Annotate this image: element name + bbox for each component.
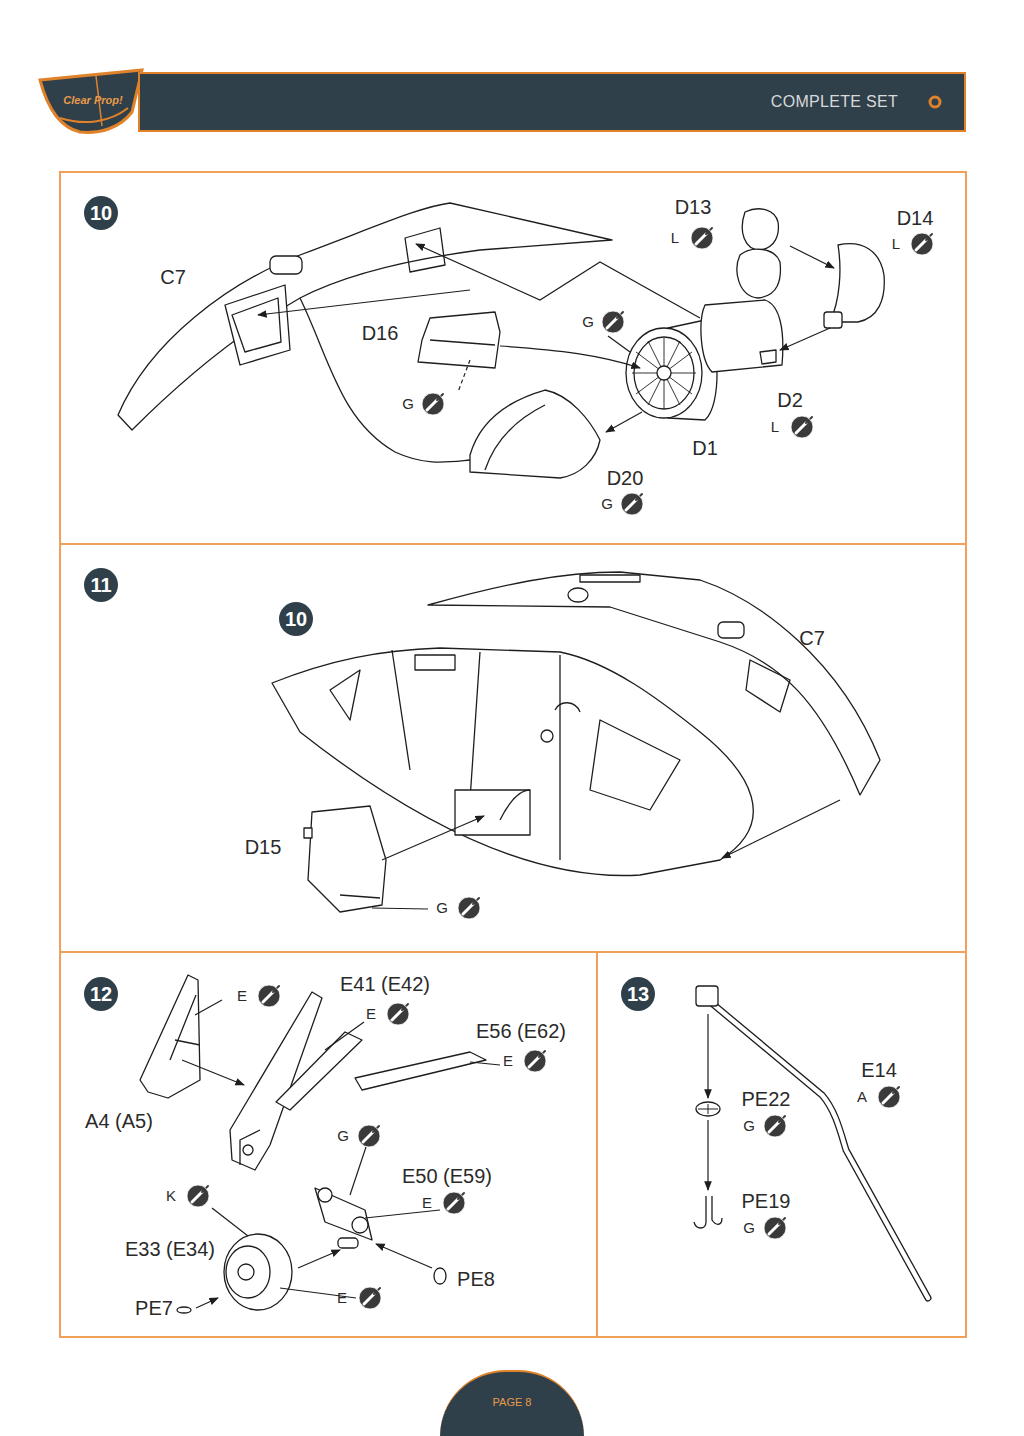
step10-parts [118,203,884,478]
part-name: A4 (A5) [85,1110,153,1132]
step-number: 13 [621,977,655,1011]
part-name: E14 [861,1059,897,1081]
paint-icons [187,227,933,1309]
paint-code: K [166,1188,176,1205]
step-number: 10 [84,196,118,230]
part-name: PE19 [742,1190,791,1212]
logo [40,70,142,132]
part-name: PE8 [457,1268,495,1290]
paint-code: G [601,496,613,513]
paint-code: G [436,900,448,917]
paint-code: E [237,988,247,1005]
paint-code: G [582,314,594,331]
paint-code: G [337,1128,349,1145]
step-number: 12 [84,977,118,1011]
part-name: E33 (E34) [125,1238,215,1260]
step11-arrows [372,800,840,909]
step10-arrows [258,244,834,432]
paint-code: E [422,1195,432,1212]
paint-code: L [671,230,679,247]
step-panels [60,172,966,1337]
node-text: COMPLETE SET [771,93,898,111]
part-name: PE22 [742,1088,791,1110]
part-name: C7 [799,627,825,649]
step12-parts [140,975,486,1313]
logo-text: Clear Prop! [63,94,122,106]
node-text: PAGE 8 [493,1396,532,1436]
part-name: D2 [777,389,803,411]
part-name: E50 (E59) [402,1165,492,1187]
paint-code: G [402,396,414,413]
paint-code: G [743,1118,755,1135]
page-tab: PAGE 8 [440,1370,584,1436]
step12-arrows [182,1000,500,1308]
paint-code: G [743,1220,755,1237]
part-name: D13 [675,196,712,218]
node-text: 11 [90,574,111,597]
part-name: D1 [692,437,718,459]
node-text: 13 [627,983,649,1006]
part-name: D14 [897,207,934,229]
step-number: 11 [84,568,118,602]
header-band: COMPLETE SET [138,72,966,132]
header-dot [928,95,942,109]
paint-code: L [892,236,900,253]
node-text: 12 [90,983,112,1006]
step-reference: 10 [279,602,313,636]
step11-parts [272,572,880,912]
paint-code: L [771,419,779,436]
step13-parts [694,986,928,1298]
part-name: E56 (E62) [476,1020,566,1042]
paint-code: E [503,1053,513,1070]
paint-code: E [337,1290,347,1307]
node-text: 10 [285,608,307,631]
part-name: C7 [160,266,186,288]
part-name: E41 (E42) [340,973,430,995]
part-name: D16 [362,322,399,344]
paint-code: A [857,1089,867,1106]
part-name: D15 [245,836,282,858]
node-text: 10 [90,202,112,225]
part-name: D20 [607,467,644,489]
part-name: PE7 [135,1297,173,1319]
paint-code: E [366,1006,376,1023]
